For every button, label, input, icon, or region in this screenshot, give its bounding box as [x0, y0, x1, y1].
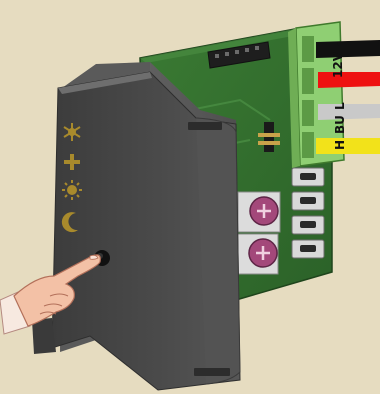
- label-h: H: [333, 140, 347, 150]
- wire-gray: [318, 104, 380, 120]
- wire-black: [316, 40, 380, 58]
- wire-red: [318, 72, 380, 88]
- label-12v: 12V: [331, 51, 345, 78]
- label-bu: BU: [333, 115, 347, 134]
- potentiometer-bottom[interactable]: [236, 234, 278, 274]
- sun-icon: [62, 180, 82, 200]
- wire-yellow: [316, 138, 380, 154]
- potentiometer-top[interactable]: [238, 192, 280, 232]
- label-dash: -: [331, 41, 345, 46]
- label-l: L: [333, 102, 347, 110]
